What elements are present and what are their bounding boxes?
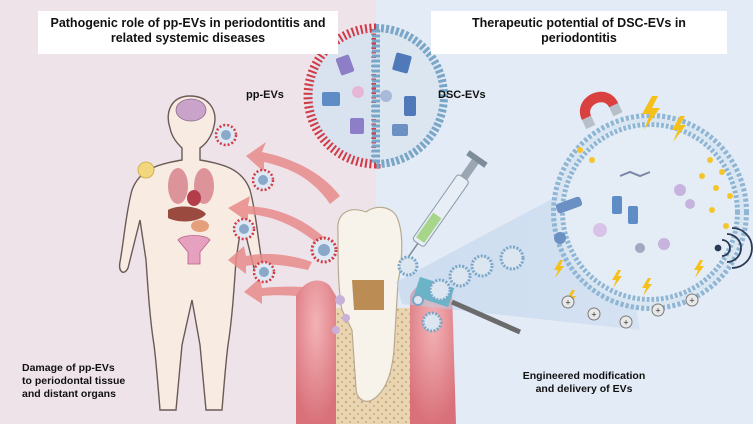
right-caption-line: and delivery of EVs [535, 383, 633, 395]
heart-icon [187, 190, 201, 206]
right-caption: Engineered modification and delivery of … [509, 370, 659, 396]
svg-text:+: + [565, 298, 570, 308]
central-vesicle [303, 23, 448, 169]
joint-icon [137, 161, 155, 179]
small-dsc-evs [397, 245, 525, 333]
left-caption-line: to periodontal tissue [22, 375, 126, 387]
left-caption-line: and distant organs [22, 388, 116, 400]
right-panel-title: Therapeutic potential of DSC-EVs in peri… [431, 11, 727, 54]
syringe-icon [405, 150, 488, 261]
pathogenic-arrows [228, 142, 340, 304]
uterus-icon [177, 235, 211, 265]
small-pp-evs [214, 123, 338, 284]
svg-text:+: + [623, 318, 628, 328]
svg-text:+: + [689, 296, 694, 306]
positive-charges: + + + + + [561, 293, 699, 329]
left-caption: Damage of pp-EVs to periodontal tissue a… [22, 362, 172, 401]
right-caption-line: Engineered modification [522, 370, 646, 382]
human-body-silhouette [118, 95, 264, 411]
svg-text:+: + [655, 306, 660, 316]
left-panel-title: Pathogenic role of pp-EVs in periodontit… [38, 11, 338, 54]
pp-evs-label: pp-EVs [246, 89, 284, 101]
svg-text:+: + [591, 310, 596, 320]
lung-icon [168, 168, 188, 204]
magnet-icon [580, 91, 623, 130]
brain-icon [175, 98, 207, 122]
nanoparticles [577, 147, 733, 229]
dsc-evs-label: DSC-EVs [438, 89, 486, 101]
engineered-dsc-ev [551, 113, 749, 311]
liver-icon [168, 206, 206, 222]
left-caption-line: Damage of pp-EVs [22, 362, 115, 374]
ultrasound-icon [714, 227, 753, 269]
